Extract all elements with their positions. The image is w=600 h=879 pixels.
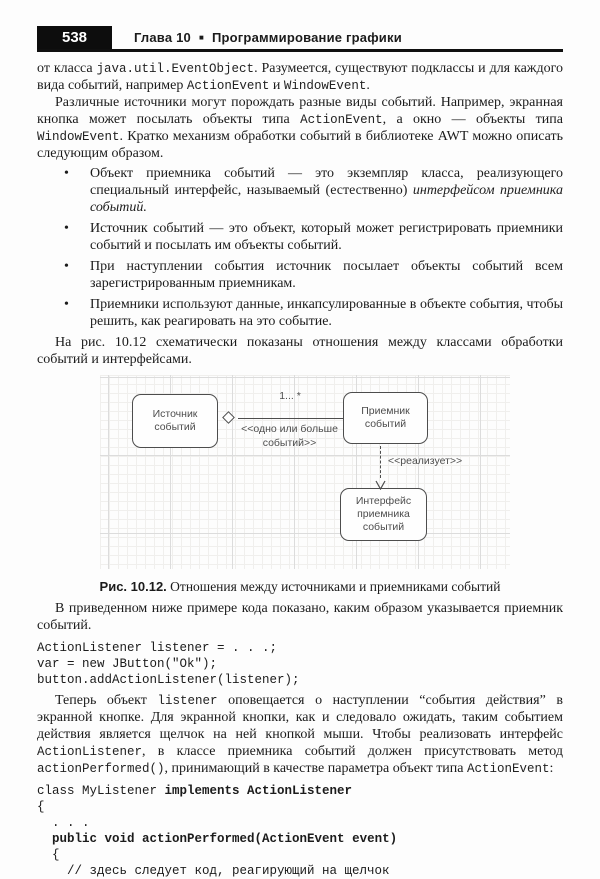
code-listing-mylistener: class MyListener implements ActionListen… — [37, 783, 398, 878]
aggregation-diamond-icon — [222, 411, 235, 425]
paragraph-figure-ref: На рис. 10.12 схематически показаны отно… — [37, 334, 563, 367]
bullet-list: • Объект приемника событий — это экземпл… — [37, 166, 563, 330]
paragraph-code-intro: В приведенном ниже примере кода показано… — [37, 601, 563, 634]
scanned-book-page: { "header": { "number": "538", "chapter"… — [0, 26, 600, 879]
square-separator-icon: ■ — [198, 33, 204, 42]
page: 538 Глава 10 ■ Программирование графики … — [0, 26, 600, 879]
bullet-icon: • — [64, 221, 69, 237]
chapter-title: Глава 10 ■ Программирование графики — [112, 30, 402, 49]
paragraph-event-object: от класса java.util.EventObject. Разумее… — [37, 61, 563, 93]
list-item: • При наступлении события источник посыл… — [64, 259, 563, 293]
list-item: • Источник событий — это объект, который… — [64, 221, 563, 255]
bullet-icon: • — [64, 296, 69, 312]
bullet-text: При наступлении события источник посылае… — [90, 258, 563, 291]
bullet-text: Приемники используют данные, инкапсулиро… — [90, 296, 563, 329]
association-line — [238, 418, 343, 420]
realize-dashed-line — [380, 446, 381, 479]
realize-label: <<реализует>> — [388, 455, 463, 468]
bullet-icon: • — [64, 258, 69, 274]
list-item: • Объект приемника событий — это экземпл… — [64, 166, 563, 217]
bullet-text: Источник событий — это объект, который м… — [90, 221, 563, 254]
page-number-box: 538 — [37, 26, 112, 49]
figure-caption-label: Рис. 10.12. — [99, 579, 167, 595]
list-item: • Приемники используют данные, инкапсули… — [64, 297, 563, 331]
paragraph-action-event: Теперь объект listener оповещается о нас… — [37, 693, 563, 776]
chapter-title-text: Программирование графики — [211, 30, 402, 45]
figure-caption: Рис. 10.12. Отношения между источниками … — [37, 579, 563, 595]
code-listing-listener: ActionListener listener = . . .;var = ne… — [37, 641, 300, 688]
multiplicity-label: 1... * — [279, 390, 301, 403]
bullet-icon: • — [64, 166, 69, 182]
page-number: 538 — [61, 29, 88, 46]
bullet-text: Объект приемника событий — это экземпляр… — [90, 166, 564, 216]
figure-caption-text: Отношения между источниками и приемникам… — [170, 579, 501, 595]
realize-arrowhead-icon — [375, 477, 386, 495]
chapter-header: 538 Глава 10 ■ Программирование графики — [37, 26, 563, 52]
chapter-label: Глава 10 — [134, 30, 191, 45]
paragraph-event-sources: Различные источники могут порождать разн… — [37, 94, 563, 161]
